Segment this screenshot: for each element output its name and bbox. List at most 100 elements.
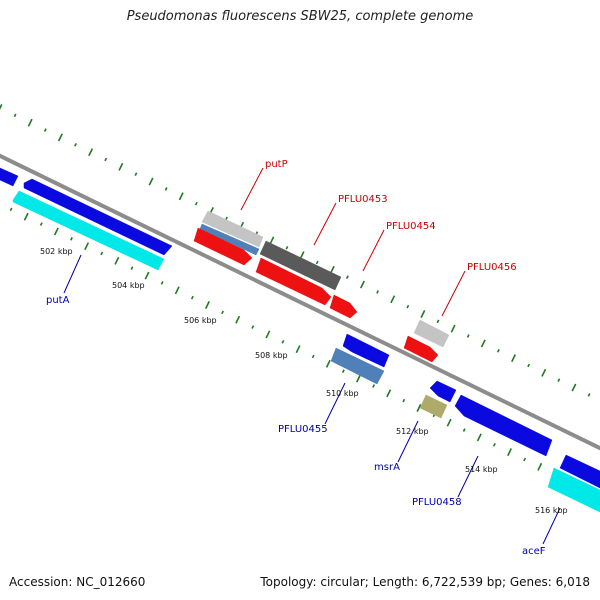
tick-mark bbox=[315, 260, 319, 265]
map-title: Pseudomonas fluorescens SBW25, complete … bbox=[126, 9, 474, 24]
tick-mark bbox=[194, 201, 198, 206]
tick-mark bbox=[251, 325, 255, 329]
tick-mark bbox=[39, 222, 43, 226]
tick-mark bbox=[541, 368, 547, 377]
genome-summary-text: Topology: circular; Length: 6,722,539 bp… bbox=[260, 575, 590, 589]
backbone bbox=[0, 153, 600, 451]
tick-mark bbox=[70, 236, 73, 241]
tick-mark bbox=[527, 363, 531, 368]
tick-mark bbox=[118, 162, 124, 171]
tick-mark bbox=[466, 334, 470, 338]
tick-mark bbox=[285, 245, 289, 250]
tick-mark bbox=[420, 310, 426, 318]
feature-steelblue bbox=[199, 223, 260, 256]
tick-mark bbox=[356, 374, 361, 383]
tick-mark bbox=[496, 348, 500, 353]
feature-blue bbox=[342, 333, 390, 368]
tick-label-502: 502 kbp bbox=[40, 247, 73, 256]
tick-mark bbox=[104, 157, 108, 162]
tick-mark bbox=[130, 266, 134, 271]
tick-mark bbox=[557, 378, 561, 382]
tick-mark bbox=[523, 457, 527, 462]
feature-red bbox=[193, 227, 253, 266]
tick-label-514: 514 kbp bbox=[465, 465, 498, 474]
tick-mark bbox=[450, 324, 456, 333]
feature-blue bbox=[23, 178, 173, 256]
tick-mark bbox=[295, 345, 301, 354]
tick-mark bbox=[265, 330, 271, 339]
label-connectors bbox=[63, 167, 561, 545]
tick-label-506: 506 kbp bbox=[184, 316, 217, 325]
tick-mark bbox=[571, 383, 577, 392]
gene-label-pflu0456: PFLU0456 bbox=[467, 262, 517, 273]
tick-mark bbox=[164, 187, 168, 191]
tick-mark bbox=[134, 172, 138, 177]
feature-msrA-khaki bbox=[419, 394, 448, 419]
tick-mark bbox=[84, 242, 90, 251]
tick-mark bbox=[204, 301, 210, 309]
accession-text: Accession: NC_012660 bbox=[9, 575, 146, 589]
tick-mark bbox=[0, 104, 3, 110]
tick-mark bbox=[178, 192, 184, 201]
tick-mark bbox=[23, 212, 29, 221]
tick-mark bbox=[114, 256, 120, 265]
tick-mark bbox=[406, 304, 410, 309]
feature-pflu0453-darkgrey bbox=[259, 240, 342, 291]
tick-mark bbox=[43, 128, 47, 132]
tick-mark bbox=[537, 462, 543, 471]
tick-mark bbox=[341, 369, 345, 373]
gene-label-pflu0454: PFLU0454 bbox=[386, 221, 436, 232]
tick-mark bbox=[492, 442, 496, 447]
tick-mark bbox=[446, 418, 452, 427]
tick-mark bbox=[88, 148, 94, 157]
tick-mark bbox=[587, 393, 591, 397]
feature-red bbox=[403, 335, 439, 363]
tick-mark bbox=[281, 339, 285, 344]
gene-label-pflu0455: PFLU0455 bbox=[278, 424, 328, 435]
tick-mark bbox=[9, 207, 13, 212]
tick-mark bbox=[480, 339, 486, 348]
tick-mark bbox=[74, 142, 77, 147]
tick-mark bbox=[53, 227, 59, 236]
tick-mark bbox=[462, 428, 466, 432]
tick-mark bbox=[345, 275, 349, 279]
tick-mark bbox=[148, 177, 154, 186]
feature-aceF-cyan bbox=[547, 467, 600, 513]
feature-blue bbox=[559, 454, 600, 489]
tick-mark bbox=[144, 271, 150, 280]
feature-blue bbox=[429, 380, 457, 403]
tick-mark bbox=[235, 315, 241, 324]
tick-label-508: 508 kbp bbox=[255, 351, 288, 360]
gene-features bbox=[0, 167, 600, 513]
tick-mark bbox=[13, 113, 17, 118]
feature-blue bbox=[0, 167, 19, 187]
tick-mark bbox=[221, 310, 224, 315]
feature-cyan bbox=[12, 190, 165, 271]
gene-label-pflu0458: PFLU0458 bbox=[412, 497, 462, 508]
tick-mark bbox=[325, 359, 331, 368]
tick-mark bbox=[190, 295, 194, 300]
tick-label-516: 516 kbp bbox=[535, 506, 568, 515]
feature-red bbox=[329, 294, 358, 319]
gene-label-pflu0453: PFLU0453 bbox=[338, 194, 388, 205]
tick-mark bbox=[402, 398, 406, 403]
tick-mark bbox=[160, 281, 164, 285]
gene-label-msrA: msrA bbox=[374, 462, 400, 473]
tick-mark bbox=[372, 384, 376, 388]
inner-tick-ring bbox=[9, 207, 587, 491]
tick-mark bbox=[390, 295, 396, 304]
feature-pflu0458-blue bbox=[454, 394, 553, 457]
outer-tick-ring bbox=[0, 104, 591, 397]
feature-pflu0456-grey bbox=[413, 319, 450, 348]
gene-label-putA: putA bbox=[46, 295, 70, 306]
tick-mark bbox=[174, 286, 180, 295]
tick-mark bbox=[269, 236, 275, 245]
tick-mark bbox=[511, 354, 516, 363]
tick-label-510: 510 kbp bbox=[326, 389, 359, 398]
gene-label-putP: putP bbox=[265, 159, 288, 170]
tick-label-504: 504 kbp bbox=[112, 281, 145, 290]
tick-label-512: 512 kbp bbox=[396, 427, 429, 436]
tick-mark bbox=[360, 280, 365, 289]
tick-mark bbox=[100, 251, 104, 256]
feature-red bbox=[255, 257, 332, 306]
